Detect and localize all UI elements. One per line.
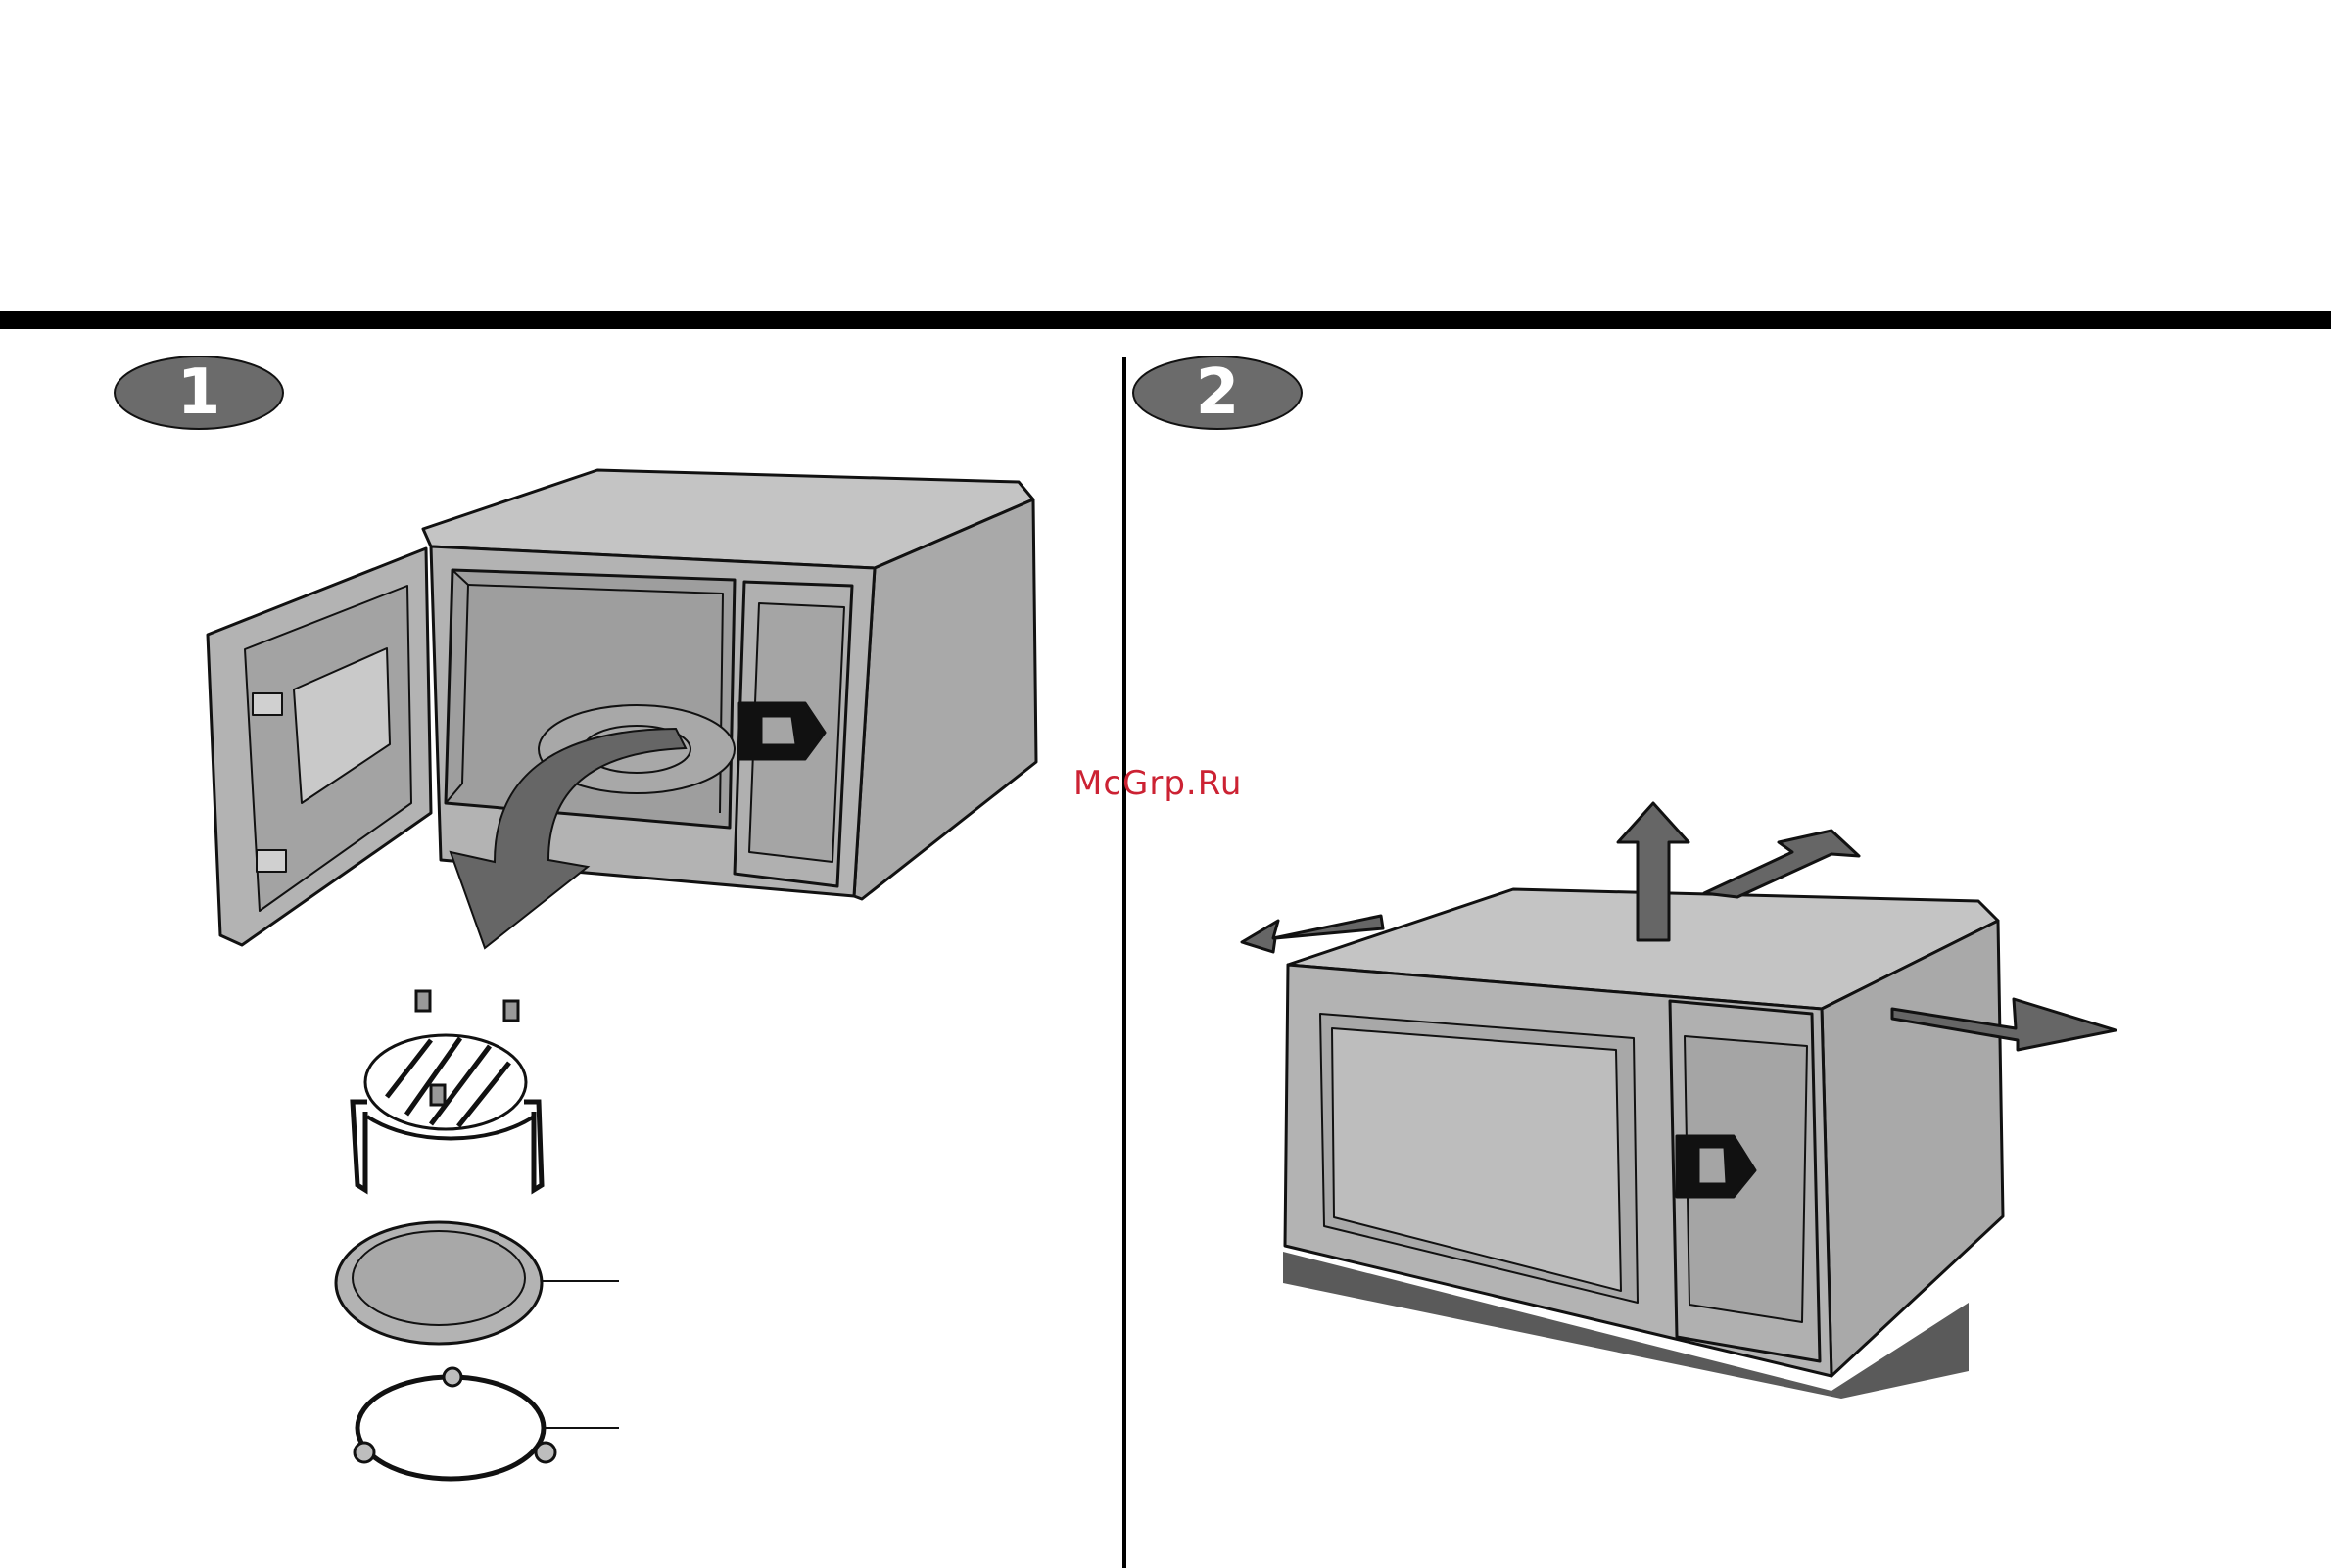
roller-ring-illustration — [355, 1368, 619, 1479]
microwave-open-illustration — [208, 470, 1036, 945]
grill-rack-illustration — [353, 991, 542, 1190]
glass-tray-illustration — [336, 1222, 619, 1344]
clearance-arrow-back — [1704, 831, 1859, 897]
watermark-text: McGrp.Ru — [1073, 764, 1242, 803]
microwave-closed-illustration — [1283, 889, 2003, 1399]
